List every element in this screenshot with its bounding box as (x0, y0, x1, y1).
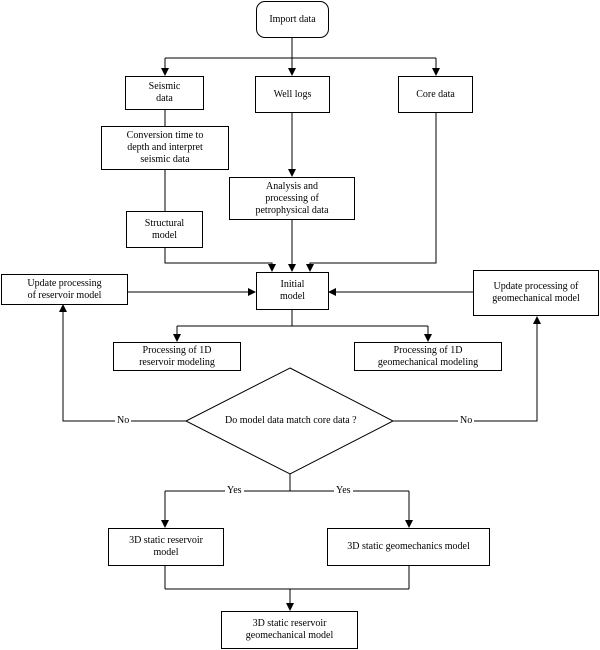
initial-model-node: Initial model (256, 272, 329, 310)
no-right-label: No (458, 415, 475, 427)
edge-no-right (393, 316, 541, 422)
structural-model-node: Structural model (126, 211, 203, 248)
import-data-node: Import data (256, 1, 329, 38)
conversion-node: Conversion time to depth and interpret s… (101, 126, 229, 170)
edge-no-left (59, 304, 186, 422)
yes-right-label: Yes (334, 485, 353, 497)
edge-core-initial (306, 113, 437, 272)
proc-1d-geomech-node: Processing of 1D geomechanical modeling (354, 342, 502, 371)
update-reservoir-node: Update processing of reservoir model (1, 274, 128, 305)
proc-1d-reservoir-node: Processing of 1D reservoir modeling (113, 342, 241, 371)
yes-left-label: Yes (225, 485, 244, 497)
static-reservoir-node: 3D static reservoir model (108, 528, 224, 566)
final-model-node: 3D static reservoir geomechanical model (221, 611, 358, 649)
edge-structural-initial (164, 248, 276, 272)
update-geomech-node: Update processing of geomechanical model (473, 270, 599, 316)
static-geomech-node: 3D static geomechanics model (327, 528, 490, 566)
core-data-node: Core data (398, 76, 473, 113)
seismic-data-node: Seismic data (125, 76, 204, 110)
no-left-label: No (115, 415, 132, 427)
decision-text: Do model data match core data ? (225, 415, 357, 426)
analysis-node: Analysis and processing of petrophysical… (229, 177, 355, 220)
well-logs-node: Well logs (255, 76, 330, 113)
